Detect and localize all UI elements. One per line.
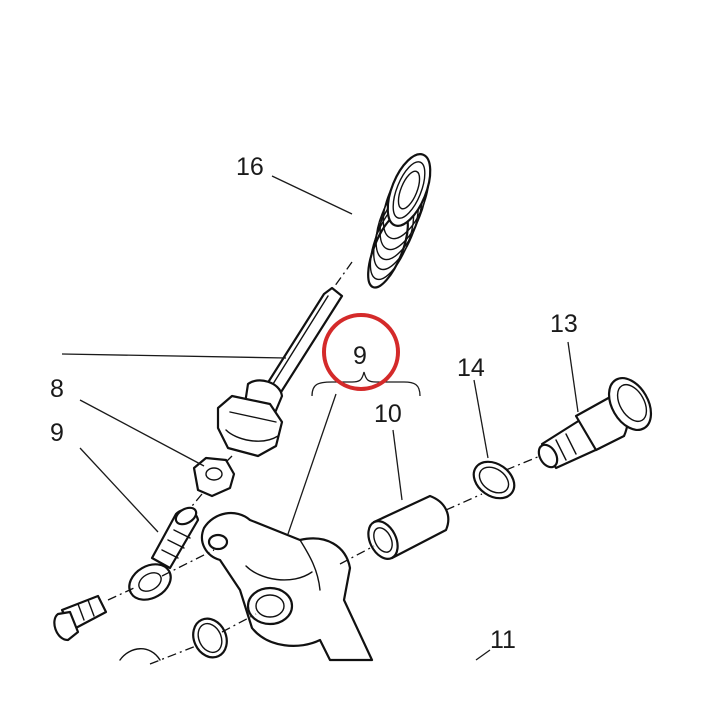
leader-lines: [61, 175, 579, 661]
o-ring-part-14: [472, 460, 516, 500]
o-ring-part-lower: [119, 617, 228, 661]
shaft-part-13: [537, 377, 653, 470]
center-lines: [107, 455, 541, 665]
callout-label-9: 9: [353, 342, 367, 370]
callout-labels: 16 9 13 14 10 11 8 9: [50, 153, 578, 654]
stud-part-9: [128, 506, 200, 601]
nut-part-8: [192, 456, 236, 498]
callout-label-14: 14: [457, 354, 485, 382]
spring-part-16: [367, 153, 432, 289]
callout-label-11: 11: [490, 626, 516, 654]
rocker-arm-part: [200, 511, 374, 662]
pin-rod-part: [216, 261, 353, 458]
callout-label-9-partial: 9: [50, 419, 64, 447]
bushing-part-10: [367, 494, 450, 560]
callout-label-13: 13: [550, 310, 578, 338]
callout-label-8-partial: 8: [50, 375, 64, 403]
bolt-part-left: [53, 594, 108, 642]
callout-label-10: 10: [374, 400, 402, 428]
highlight-marker: [322, 313, 400, 391]
red-highlight-circle: [322, 313, 400, 391]
callout-label-16: 16: [236, 153, 264, 181]
